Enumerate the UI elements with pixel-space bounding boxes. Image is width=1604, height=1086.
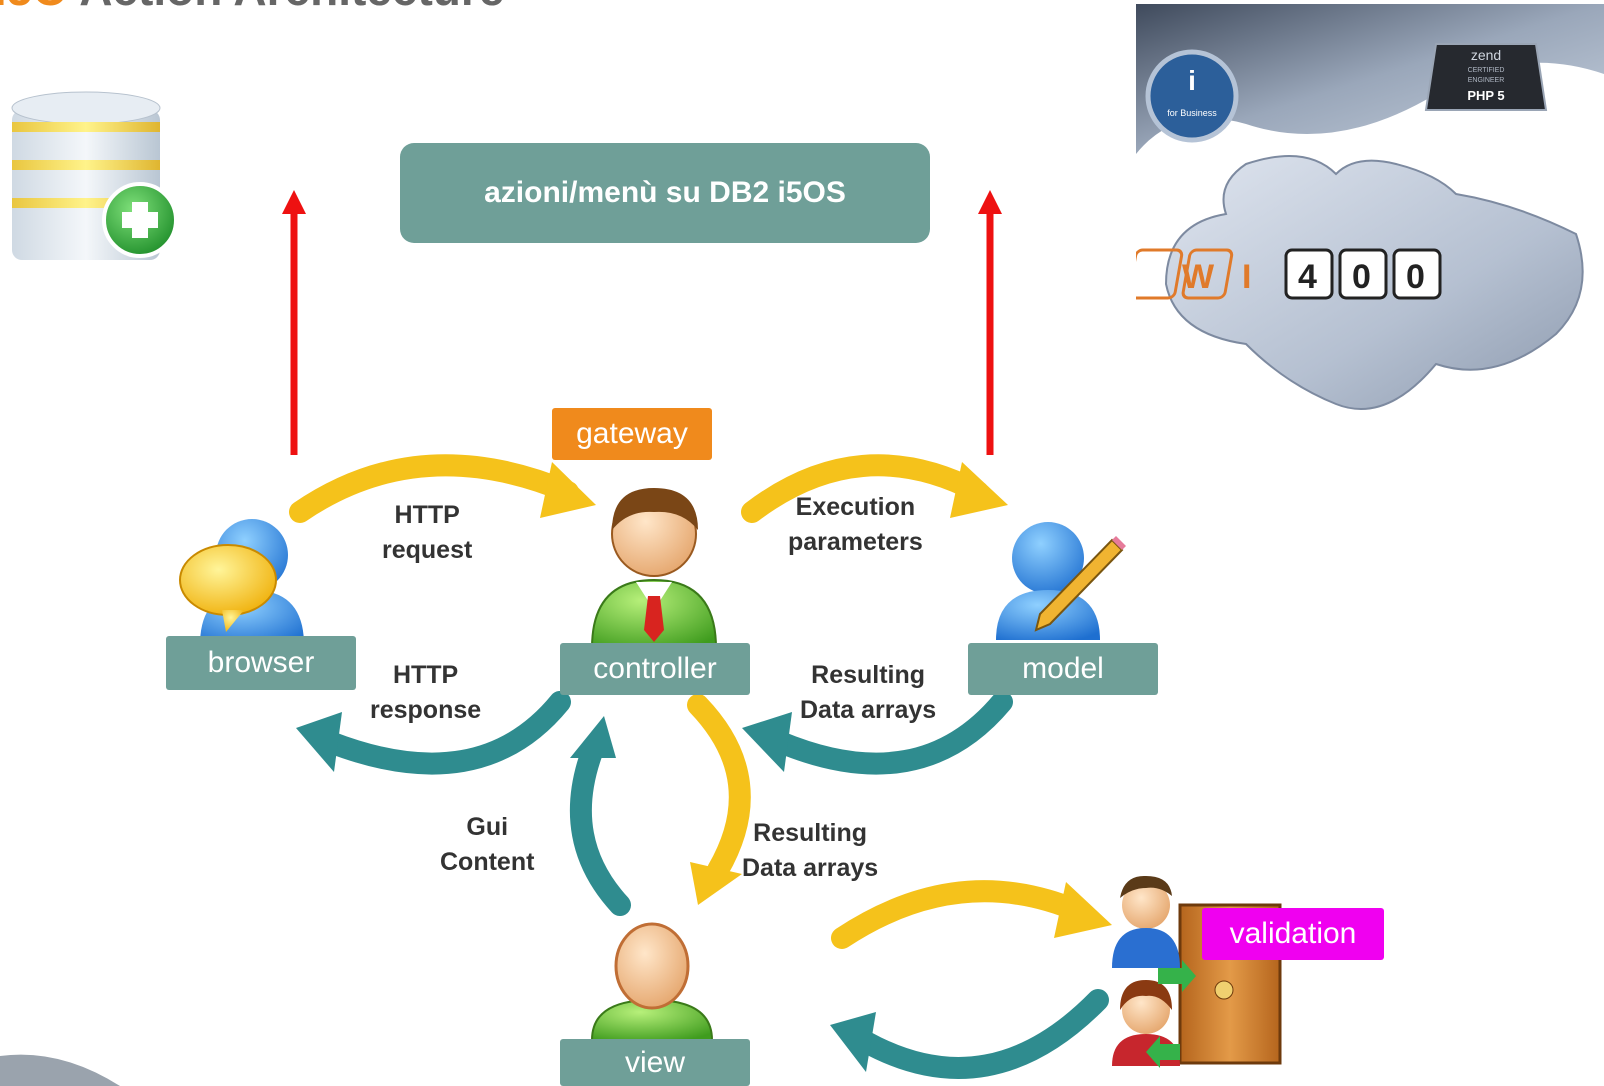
user-edit-icon — [996, 522, 1126, 640]
piece-4: 4 — [1298, 258, 1317, 296]
slide-title-accent: i5O — [0, 0, 68, 15]
zend-badge-certified: CERTIFIED — [1468, 67, 1505, 74]
http-response-line1: HTTP — [392, 661, 459, 689]
slide-title: i5O Action Architecture — [0, 0, 504, 16]
view-label: view — [560, 1039, 750, 1086]
model-label: model — [968, 643, 1158, 695]
database-add-icon — [11, 91, 178, 260]
zend-badge-engineer: ENGINEER — [1468, 77, 1505, 84]
piece-i: I — [1242, 258, 1251, 296]
slide-title-rest: Action Architecture — [68, 0, 504, 15]
wi400-logo: W I 4 0 0 — [1136, 248, 1442, 300]
piece-0b: 0 — [1406, 258, 1425, 296]
execution-parameters-line2: parameters — [788, 528, 923, 556]
http-request-line2: request — [382, 536, 473, 564]
svg-text:i: i — [1188, 65, 1196, 96]
gateway-label: gateway — [552, 408, 712, 460]
red-arrow-right — [978, 190, 1002, 455]
puzzle-image: i for Business zend CERTIFIED ENGINEER P… — [1136, 4, 1604, 456]
piece-0a: 0 — [1352, 258, 1371, 296]
resulting-view-label: Resulting Data arrays — [742, 816, 878, 886]
zend-badge-icon: zend CERTIFIED ENGINEER PHP 5 — [1424, 43, 1548, 111]
http-response-arrow — [296, 691, 571, 775]
zend-badge-php: PHP 5 — [1467, 88, 1504, 103]
resulting-model-arrow — [742, 691, 1013, 775]
gui-content-label: Gui Content — [440, 810, 534, 880]
http-request-arrow — [289, 454, 596, 523]
execution-params-arrow — [741, 454, 1008, 523]
execution-parameters-line1: Execution — [795, 493, 916, 521]
resulting-model-line1: Resulting — [811, 661, 926, 689]
ibm-badge-icon: i for Business — [1145, 49, 1239, 143]
gui-content-arrow — [569, 716, 631, 916]
zend-badge-title: zend — [1471, 47, 1501, 63]
users-door-icon — [1112, 875, 1282, 1068]
http-request-label: HTTP request — [382, 498, 472, 568]
browser-label: browser — [166, 636, 356, 690]
http-request-line1: HTTP — [394, 501, 460, 529]
controller-label: controller — [560, 643, 750, 695]
http-response-label: HTTP response — [370, 658, 481, 728]
validation-response-arrow — [830, 989, 1109, 1079]
ibm-badge-text: for Business — [1167, 108, 1217, 118]
resulting-model-line2: Data arrays — [800, 696, 937, 724]
gui-content-line2: Content — [440, 848, 535, 876]
red-arrow-left — [282, 190, 306, 455]
gui-content-line1: Gui — [466, 813, 509, 841]
validation-label: validation — [1202, 908, 1384, 960]
resulting-view-line1: Resulting — [753, 819, 868, 847]
http-response-line2: response — [370, 696, 482, 724]
chat-user-icon — [179, 519, 304, 645]
execution-parameters-label: Execution parameters — [788, 490, 923, 560]
resulting-view-line2: Data arrays — [742, 854, 879, 882]
db2-actions-banner: azioni/menù su DB2 i5OS — [400, 143, 930, 243]
validation-request-arrow — [831, 880, 1112, 949]
corner-swoosh — [0, 1054, 120, 1086]
businessman-icon — [590, 488, 718, 649]
user-icon — [590, 922, 714, 1041]
resulting-view-arrow — [687, 694, 751, 905]
resulting-model-label: Resulting Data arrays — [800, 658, 936, 728]
